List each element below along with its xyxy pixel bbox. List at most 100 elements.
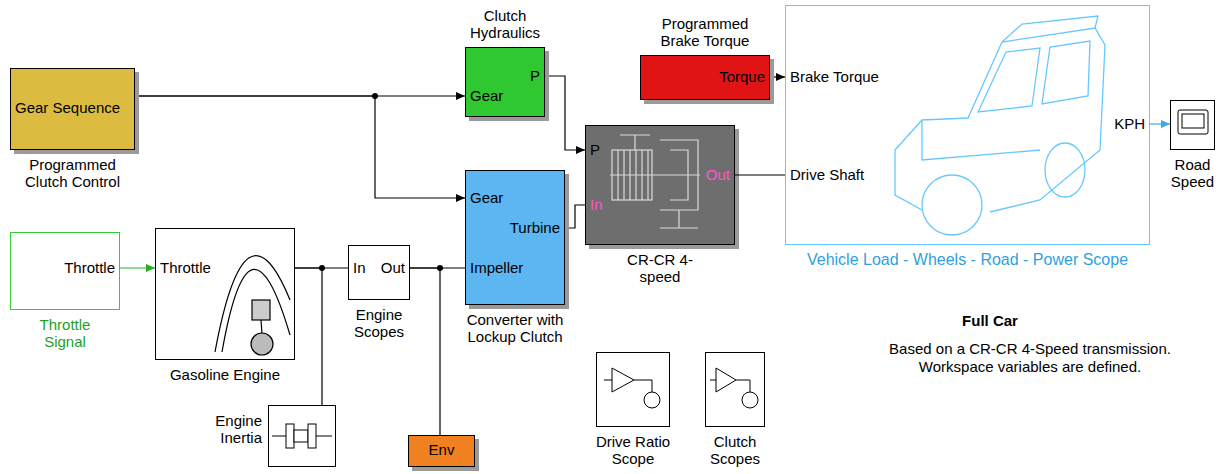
port-label: P <box>530 68 540 84</box>
connector-line <box>295 268 322 405</box>
port-label: Turbine <box>510 220 560 236</box>
road-speed-scope: Road Speed <box>1170 100 1215 150</box>
port-label: Impeller <box>470 260 523 276</box>
arrow-head <box>1161 120 1170 128</box>
housing-link <box>660 210 698 228</box>
piston <box>252 300 270 320</box>
block-label: Throttle Signal <box>33 316 98 350</box>
brake-torque-block: Programmed Brake TorqueTorque <box>640 55 770 100</box>
car-body <box>895 28 1105 212</box>
engine-inertia-block: Engine Inertia <box>268 405 336 467</box>
physical-connection <box>735 175 785 176</box>
scope-frame <box>1178 110 1208 134</box>
env-block: Env <box>408 435 475 467</box>
block-label: Programmed Brake Torque <box>655 15 755 49</box>
icon-circle <box>742 392 758 408</box>
block-text: Gear Sequence <box>15 100 120 116</box>
signal-arrow <box>770 73 785 81</box>
car-window <box>1042 41 1090 104</box>
block-text: Env <box>409 442 474 458</box>
throttle-signal-block: ThrottleThrottle Signal <box>10 232 120 310</box>
connector-line <box>735 174 785 175</box>
con-rod <box>261 320 262 334</box>
gain-triangle <box>716 368 736 392</box>
vehicle-block: Brake TorqueKPHDrive ShaftVehicle Load -… <box>785 5 1150 245</box>
port-label: Throttle <box>160 260 211 276</box>
crank <box>251 333 273 355</box>
signal-arrow <box>135 96 465 202</box>
clutch-scopes-block: Clutch Scopes <box>705 352 765 427</box>
port-label: Brake Torque <box>790 69 879 85</box>
port-label: Torque <box>719 69 765 85</box>
engine-icon <box>215 256 290 355</box>
port-label: Gear <box>470 190 503 206</box>
block-label: CR-CR 4-speed <box>625 251 695 285</box>
inertia-flange <box>286 424 294 448</box>
car-wheel <box>1045 143 1085 197</box>
port-label: Gear <box>470 88 503 104</box>
car-front <box>895 150 922 210</box>
engine-scopes-block: InOutEngine Scopes <box>348 245 410 300</box>
port-label: Throttle <box>64 260 115 276</box>
block-label: Converter with Lockup Clutch <box>460 311 570 345</box>
icon-wire <box>710 380 750 392</box>
port-label: In <box>353 260 366 276</box>
connector-line <box>135 96 465 198</box>
diagram-title: Full Car <box>930 312 1050 330</box>
planetary-set <box>670 150 688 200</box>
port-label: Out <box>706 167 730 183</box>
block-label: Clutch Hydraulics <box>465 7 545 41</box>
port-label: Drive Shaft <box>790 167 864 183</box>
subsystem-icon <box>710 368 758 408</box>
gasoline-engine-block: ThrottleGasoline Engine <box>155 228 295 360</box>
physical-connection <box>410 268 440 435</box>
shaft <box>610 174 700 175</box>
actuator <box>620 135 650 150</box>
block-label: Clutch Scopes <box>705 433 765 467</box>
block-label: Vehicle Load - Wheels - Road - Power Sco… <box>758 251 1178 268</box>
inertia-flange <box>308 424 316 448</box>
arrow-head <box>576 146 585 154</box>
transmission-icon <box>610 135 700 228</box>
block-label: Engine Inertia <box>207 412 262 446</box>
connector-line <box>410 268 440 435</box>
signal-arrow <box>1150 120 1170 128</box>
signal-arrow <box>545 76 585 154</box>
block-label: Programmed Clutch Control <box>18 156 128 190</box>
arrow-head <box>146 264 155 272</box>
physical-connection <box>295 268 322 405</box>
physical-connection <box>565 205 585 228</box>
car-wheel <box>922 175 982 235</box>
port-label: KPH <box>1114 116 1145 132</box>
block-label: Gasoline Engine <box>150 366 300 383</box>
icon-wire <box>604 380 652 392</box>
signal-arrow <box>120 264 155 272</box>
car-drawing <box>895 16 1105 235</box>
car-window <box>978 48 1040 112</box>
connector-line <box>565 205 585 228</box>
car-roof <box>1002 16 1098 42</box>
icon-circle <box>644 392 660 408</box>
connector-line <box>545 76 585 150</box>
inertia-icon <box>272 424 332 448</box>
transmission-block: PInOutCR-CR 4-speed <box>585 125 735 245</box>
port-label: In <box>590 197 603 213</box>
port-label: P <box>590 142 600 158</box>
gain-triangle <box>612 368 634 392</box>
scope-icon <box>1178 110 1208 134</box>
car-hood <box>922 120 1040 160</box>
arrow-head <box>776 73 785 81</box>
port-label: Out <box>381 260 405 276</box>
block-label: Road Speed <box>1168 156 1218 190</box>
torque-converter-block: GearTurbineImpellerConverter with Lockup… <box>465 170 565 305</box>
clutch-hydraulics-block: Clutch HydraulicsGearP <box>465 47 545 117</box>
scope-screen <box>1182 114 1204 128</box>
arrow-head <box>456 194 465 202</box>
note-text: Based on a CR-CR 4-Speed transmission. W… <box>880 340 1180 376</box>
inertia-body <box>294 430 308 442</box>
gear-sequence-block: Gear SequenceProgrammed Clutch Control <box>10 68 135 150</box>
subsystem-icon <box>604 368 660 408</box>
arrow-head <box>456 92 465 100</box>
